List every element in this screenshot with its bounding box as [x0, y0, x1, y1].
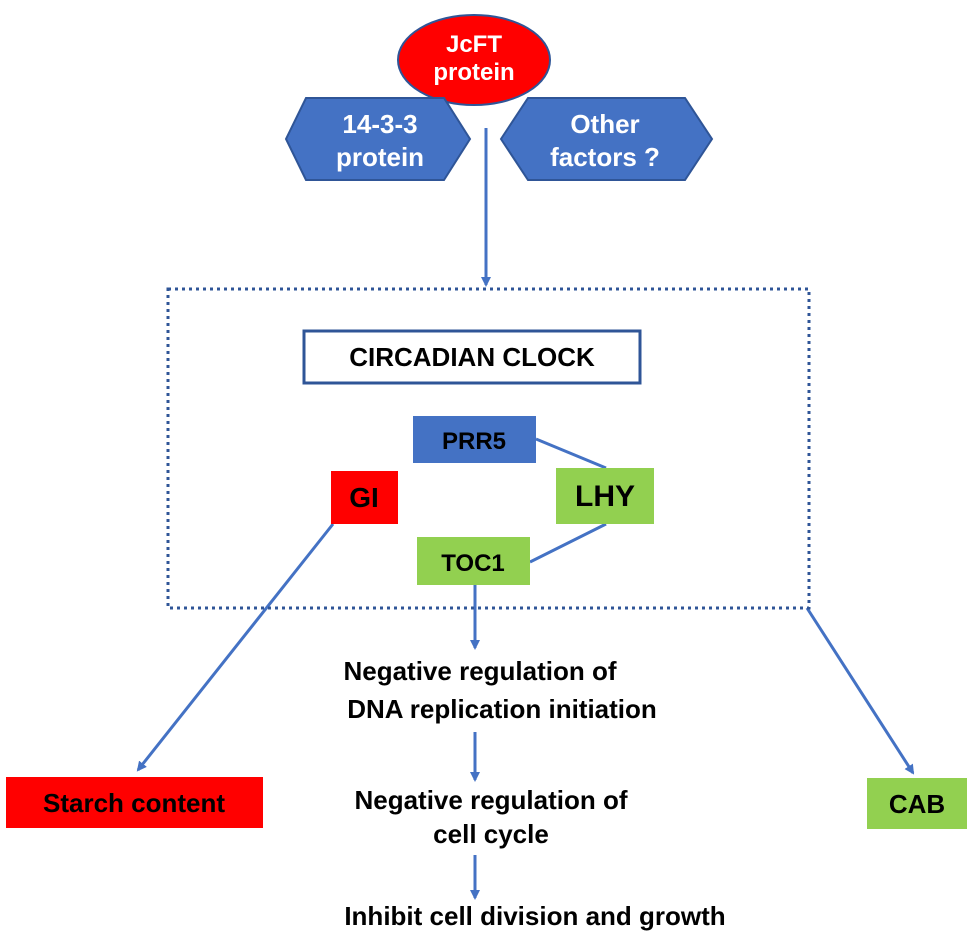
prr5-node [413, 416, 536, 463]
link-lhy-toc1 [529, 522, 607, 564]
toc1-node [417, 537, 530, 585]
cab-label: CAB [889, 789, 945, 819]
protein-14-3-3-node [284, 97, 472, 181]
gi-node [331, 471, 398, 524]
protein-14-3-3-line1: 14-3-3 [342, 109, 417, 139]
circadian-clock-title: CIRCADIAN CLOCK [349, 342, 595, 372]
jcft-label-line2: protein [433, 59, 514, 86]
starch-content-node [6, 777, 263, 828]
neg-cellcycle-line2: cell cycle [433, 819, 549, 849]
neg-dna-line1: Negative regulation of [343, 656, 616, 686]
starch-content-label: Starch content [43, 788, 225, 818]
protein-14-3-3-line2: protein [336, 142, 424, 172]
circadian-clock-region [166, 287, 811, 610]
neg-dna-line2: DNA replication initiation [347, 694, 657, 724]
jcft-label-line1: JcFT [446, 31, 502, 58]
arrow-clock-to-cab [805, 607, 915, 775]
other-factors-line1: Other [570, 109, 639, 139]
arrow-gi-to-starch [136, 523, 335, 772]
lhy-label: LHY [575, 480, 635, 513]
prr5-label: PRR5 [442, 428, 506, 455]
other-factors-line2: factors ? [550, 142, 660, 172]
lhy-node [556, 468, 654, 524]
cab-node [867, 778, 967, 829]
jcft-protein-node [397, 14, 551, 106]
circadian-clock-title-box [302, 329, 642, 385]
link-prr5-lhy [535, 437, 607, 470]
gi-label: GI [349, 482, 379, 513]
neg-cellcycle-line1: Negative regulation of [354, 785, 627, 815]
inhibit-growth-text: Inhibit cell division and growth [344, 901, 725, 931]
toc1-label: TOC1 [441, 550, 505, 577]
other-factors-node [499, 97, 714, 181]
